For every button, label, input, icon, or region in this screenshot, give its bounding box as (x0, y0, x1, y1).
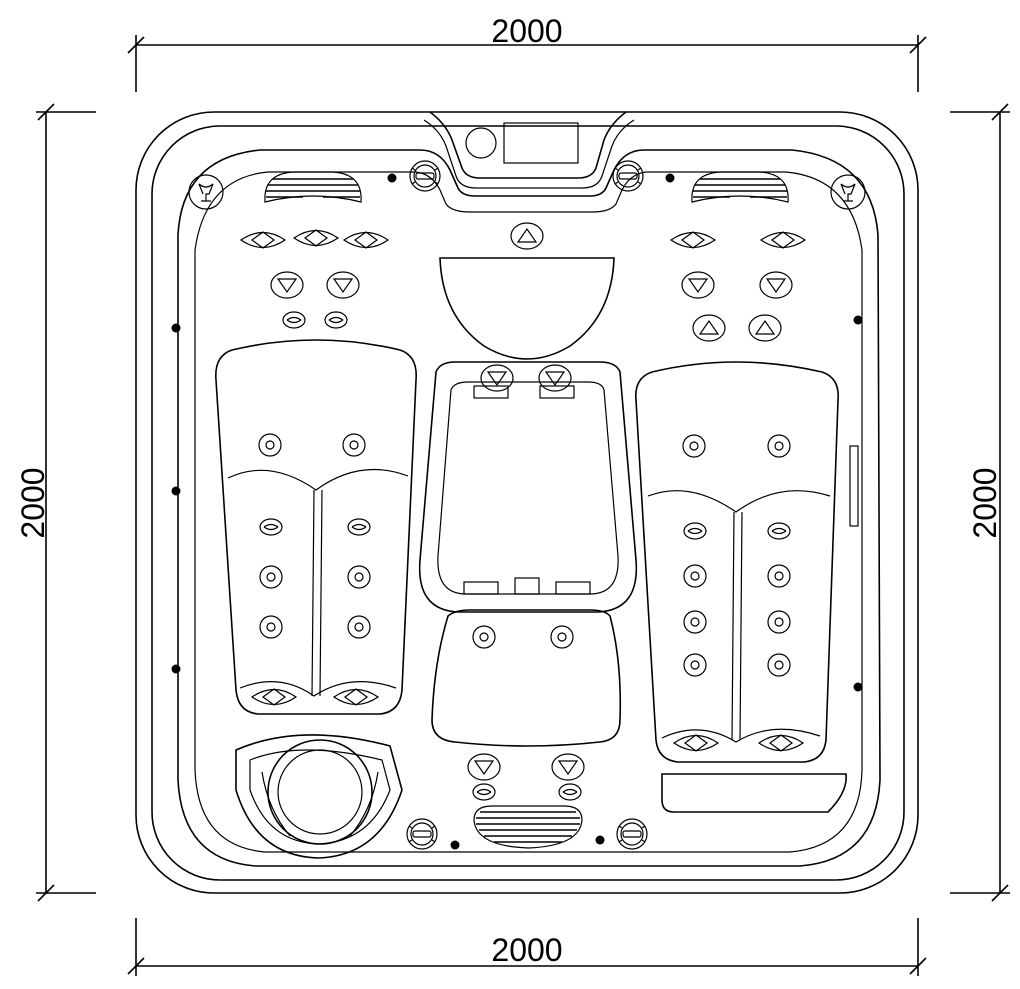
control-panel (423, 111, 635, 189)
headrest-pillow-bottom-icon (473, 805, 583, 849)
headrest-pillow-right-icon (691, 171, 789, 203)
valve-top-right-icon (612, 160, 644, 192)
side-slot (849, 445, 859, 527)
control-button-icon (465, 127, 497, 159)
dimension-top-label: 2000 (491, 13, 562, 49)
headrest-pillow-left-icon (264, 171, 362, 203)
dimension-right: 2000 (950, 103, 1010, 902)
dimension-bottom-label: 2000 (491, 932, 562, 968)
center-top-jet-icon (510, 222, 544, 250)
center-footwell (418, 361, 638, 613)
right-lounger-seat (635, 361, 839, 763)
control-display (503, 122, 579, 164)
dimension-top: 2000 (127, 13, 927, 92)
filter-basket (235, 734, 403, 859)
cup-holder-left-icon (188, 174, 224, 210)
valve-bottom-right-icon (616, 818, 648, 850)
corner-seat-left-jets (240, 229, 389, 329)
center-top-seat (439, 257, 615, 360)
dimension-left: 2000 (15, 103, 96, 902)
spa-outer-shell (135, 111, 919, 894)
valve-bottom-left-icon (406, 818, 438, 850)
valve-top-left-icon (409, 160, 441, 192)
center-bottom-seat (431, 609, 622, 801)
light-dots (171, 173, 863, 850)
dimension-bottom: 2000 (127, 918, 927, 976)
dimension-left-label: 2000 (15, 467, 51, 538)
left-lounger-seat (215, 339, 417, 715)
corner-seat-right-jets (670, 231, 806, 342)
step-bench (661, 773, 847, 813)
dimension-right-label: 2000 (967, 467, 1003, 538)
